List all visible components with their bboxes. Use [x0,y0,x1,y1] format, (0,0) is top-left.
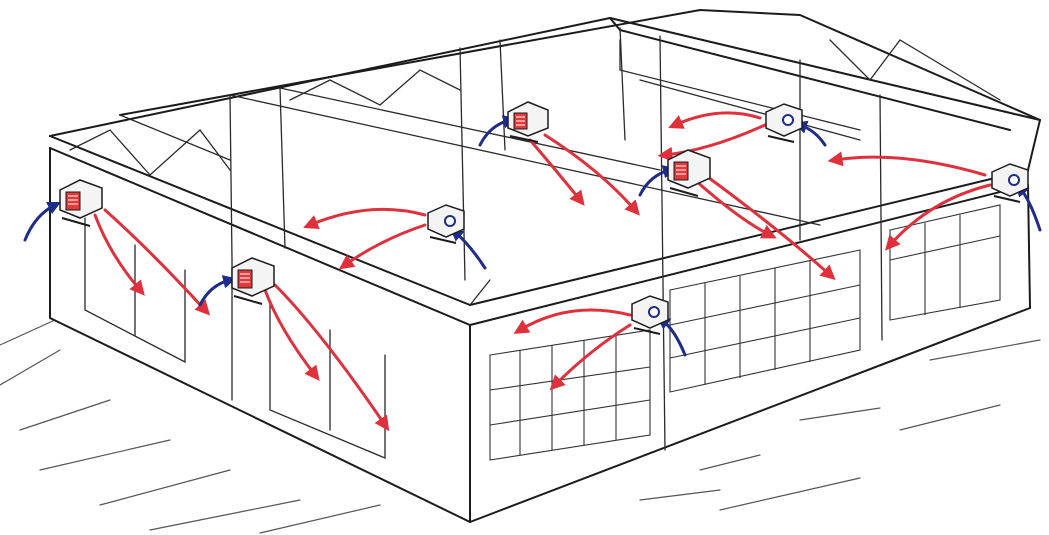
blue-intake-air-arrow [800,125,825,145]
blue-intake-air-arrow [200,280,230,305]
red-warm-air-arrow [555,325,630,385]
red-warm-air-arrow [520,310,630,330]
red-warm-air-arrow [705,175,830,275]
red-warm-air-arrow [695,180,770,235]
heater-right-fan [992,164,1028,202]
heater-back-right-fan [766,104,802,142]
red-warm-air-arrow [835,157,985,175]
building-frame [50,10,1040,522]
red-warm-air-arrow [665,125,765,155]
blue-intake-air-arrow [1020,188,1040,230]
red-warm-air-arrow [105,210,205,310]
red-warm-air-arrow [310,209,425,225]
heater-front-right-fan [632,296,668,334]
heater-back-left [508,102,548,142]
blue-intake-air-arrow [662,320,685,355]
red-warm-air-arrow [95,215,140,290]
cold-air-arrows [25,120,1040,355]
blue-intake-air-arrow [455,232,485,268]
red-warm-air-arrow [675,113,760,125]
